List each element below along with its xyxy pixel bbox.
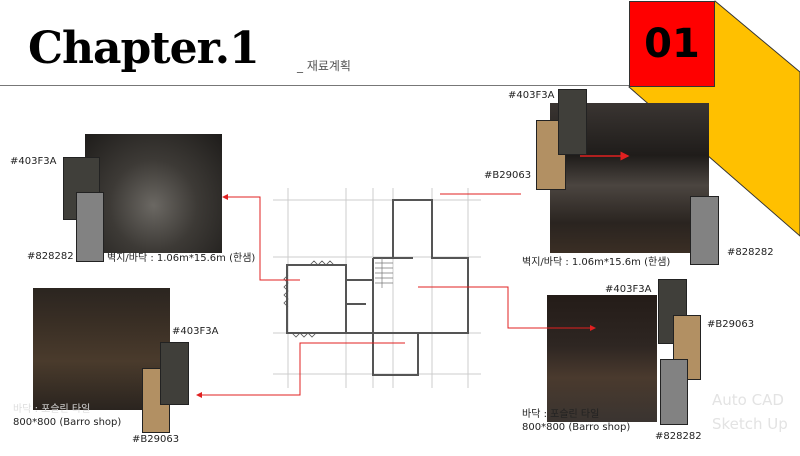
material-caption: 바닥 : 포슬린 타일 <box>522 409 600 420</box>
tool-label: Auto CAD <box>712 391 784 409</box>
living-room-photo <box>547 295 657 422</box>
swatch-label: #828282 <box>27 251 74 262</box>
swatch-label: #403F3A <box>172 326 219 337</box>
swatch-label: #B29063 <box>132 434 180 445</box>
color-swatch-gray <box>690 196 719 265</box>
stairs <box>375 258 393 288</box>
page-subtitle: _ 재료계획 <box>297 59 351 73</box>
color-swatch-tan <box>673 315 701 380</box>
color-swatch-dark <box>558 89 587 155</box>
color-swatch-dark <box>160 342 189 405</box>
windows <box>283 260 335 338</box>
swatch-label: #403F3A <box>10 156 57 167</box>
sofa-room-photo <box>85 134 222 253</box>
header-divider <box>0 85 629 86</box>
tool-label: Sketch Up <box>712 415 788 433</box>
material-caption: 800*800 (Barro shop) <box>522 422 631 433</box>
page-title: Chapter.1 <box>28 23 260 74</box>
chapter-number-badge: 01 <box>629 1 715 87</box>
swatch-label: #828282 <box>655 431 702 442</box>
floor-plan <box>273 188 481 388</box>
material-caption: 벽지/바닥 : 1.06m*15.6m (한샘) <box>107 253 256 264</box>
material-caption: 바닥 : 포슬린 타일 <box>13 404 91 415</box>
swatch-label: #B29063 <box>484 170 532 181</box>
floor-plan-walls <box>286 199 469 376</box>
color-swatch-gray <box>76 192 104 262</box>
material-caption: 800*800 (Barro shop) <box>13 417 122 428</box>
material-caption: 벽지/바닥 : 1.06m*15.6m (한샘) <box>522 257 671 268</box>
swatch-label: #B29063 <box>707 319 755 330</box>
swatch-label: #403F3A <box>605 284 652 295</box>
swatch-label: #828282 <box>727 247 774 258</box>
color-swatch-gray <box>660 359 688 425</box>
swatch-label: #403F3A <box>508 90 555 101</box>
